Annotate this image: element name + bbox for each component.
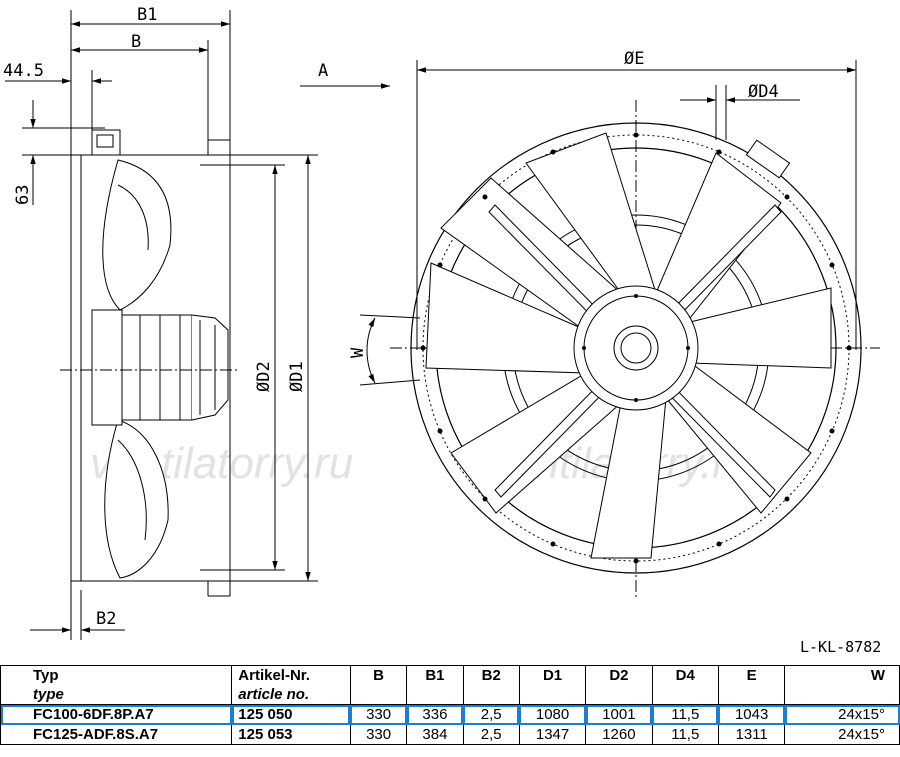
cell-b2: 2,5 bbox=[462, 704, 520, 725]
header-b2: B2 bbox=[462, 665, 520, 705]
header-d4: D4 bbox=[651, 665, 719, 705]
cell-b1: 384 bbox=[406, 724, 464, 745]
header-e: E bbox=[717, 665, 786, 705]
view-label-a: A bbox=[318, 61, 328, 81]
cell-article: 125 050 bbox=[231, 704, 351, 725]
header-article: Artikel-Nr.article no. bbox=[231, 665, 351, 705]
cell-b2: 2,5 bbox=[462, 724, 520, 745]
dim-b: B bbox=[131, 32, 141, 52]
cell-w: 24x15° bbox=[784, 704, 900, 725]
side-view bbox=[5, 10, 318, 640]
dim-e: ØE bbox=[624, 49, 644, 69]
flange-holes bbox=[420, 132, 852, 564]
cell-d1: 1080 bbox=[518, 704, 587, 725]
header-d1: D1 bbox=[518, 665, 587, 705]
cell-d1: 1347 bbox=[518, 724, 587, 745]
header-w: W bbox=[784, 665, 900, 705]
cell-e: 1043 bbox=[717, 704, 786, 725]
cell-b1: 336 bbox=[406, 704, 464, 725]
cell-w: 24x15° bbox=[784, 724, 900, 745]
front-view bbox=[300, 60, 880, 600]
dim-d2: ØD2 bbox=[254, 361, 274, 392]
cell-d4: 11,5 bbox=[651, 704, 719, 725]
table-row: FC125-ADF.8S.A7 125 053 330 384 2,5 1347… bbox=[0, 724, 900, 745]
dim-w: W bbox=[348, 347, 368, 358]
cell-type: FC100-6DF.8P.A7 bbox=[0, 704, 233, 725]
cell-d2: 1260 bbox=[585, 724, 653, 745]
dim-d1: ØD1 bbox=[287, 361, 307, 392]
dim-44-5: 44.5 bbox=[3, 61, 44, 81]
drawing-reference: L-KL-8782 bbox=[800, 638, 882, 656]
cell-b: 330 bbox=[349, 724, 408, 745]
cell-d2: 1001 bbox=[585, 704, 653, 725]
header-d2: D2 bbox=[585, 665, 653, 705]
cell-e: 1311 bbox=[717, 724, 786, 745]
table-row: FC100-6DF.8P.A7 125 050 330 336 2,5 1080… bbox=[0, 704, 900, 725]
dim-b1: B1 bbox=[137, 5, 157, 25]
cell-article: 125 053 bbox=[231, 724, 351, 745]
cell-b: 330 bbox=[349, 704, 408, 725]
dim-63: 63 bbox=[13, 185, 33, 205]
dim-d4: ØD4 bbox=[748, 82, 779, 102]
header-b1: B1 bbox=[406, 665, 464, 705]
header-b: B bbox=[349, 665, 408, 705]
dim-b2: B2 bbox=[96, 609, 116, 629]
cell-d4: 11,5 bbox=[651, 724, 719, 745]
cell-type: FC125-ADF.8S.A7 bbox=[0, 724, 233, 745]
fan-technical-drawing: ventilatorry.ru ventilatorry.ru bbox=[3, 5, 880, 640]
